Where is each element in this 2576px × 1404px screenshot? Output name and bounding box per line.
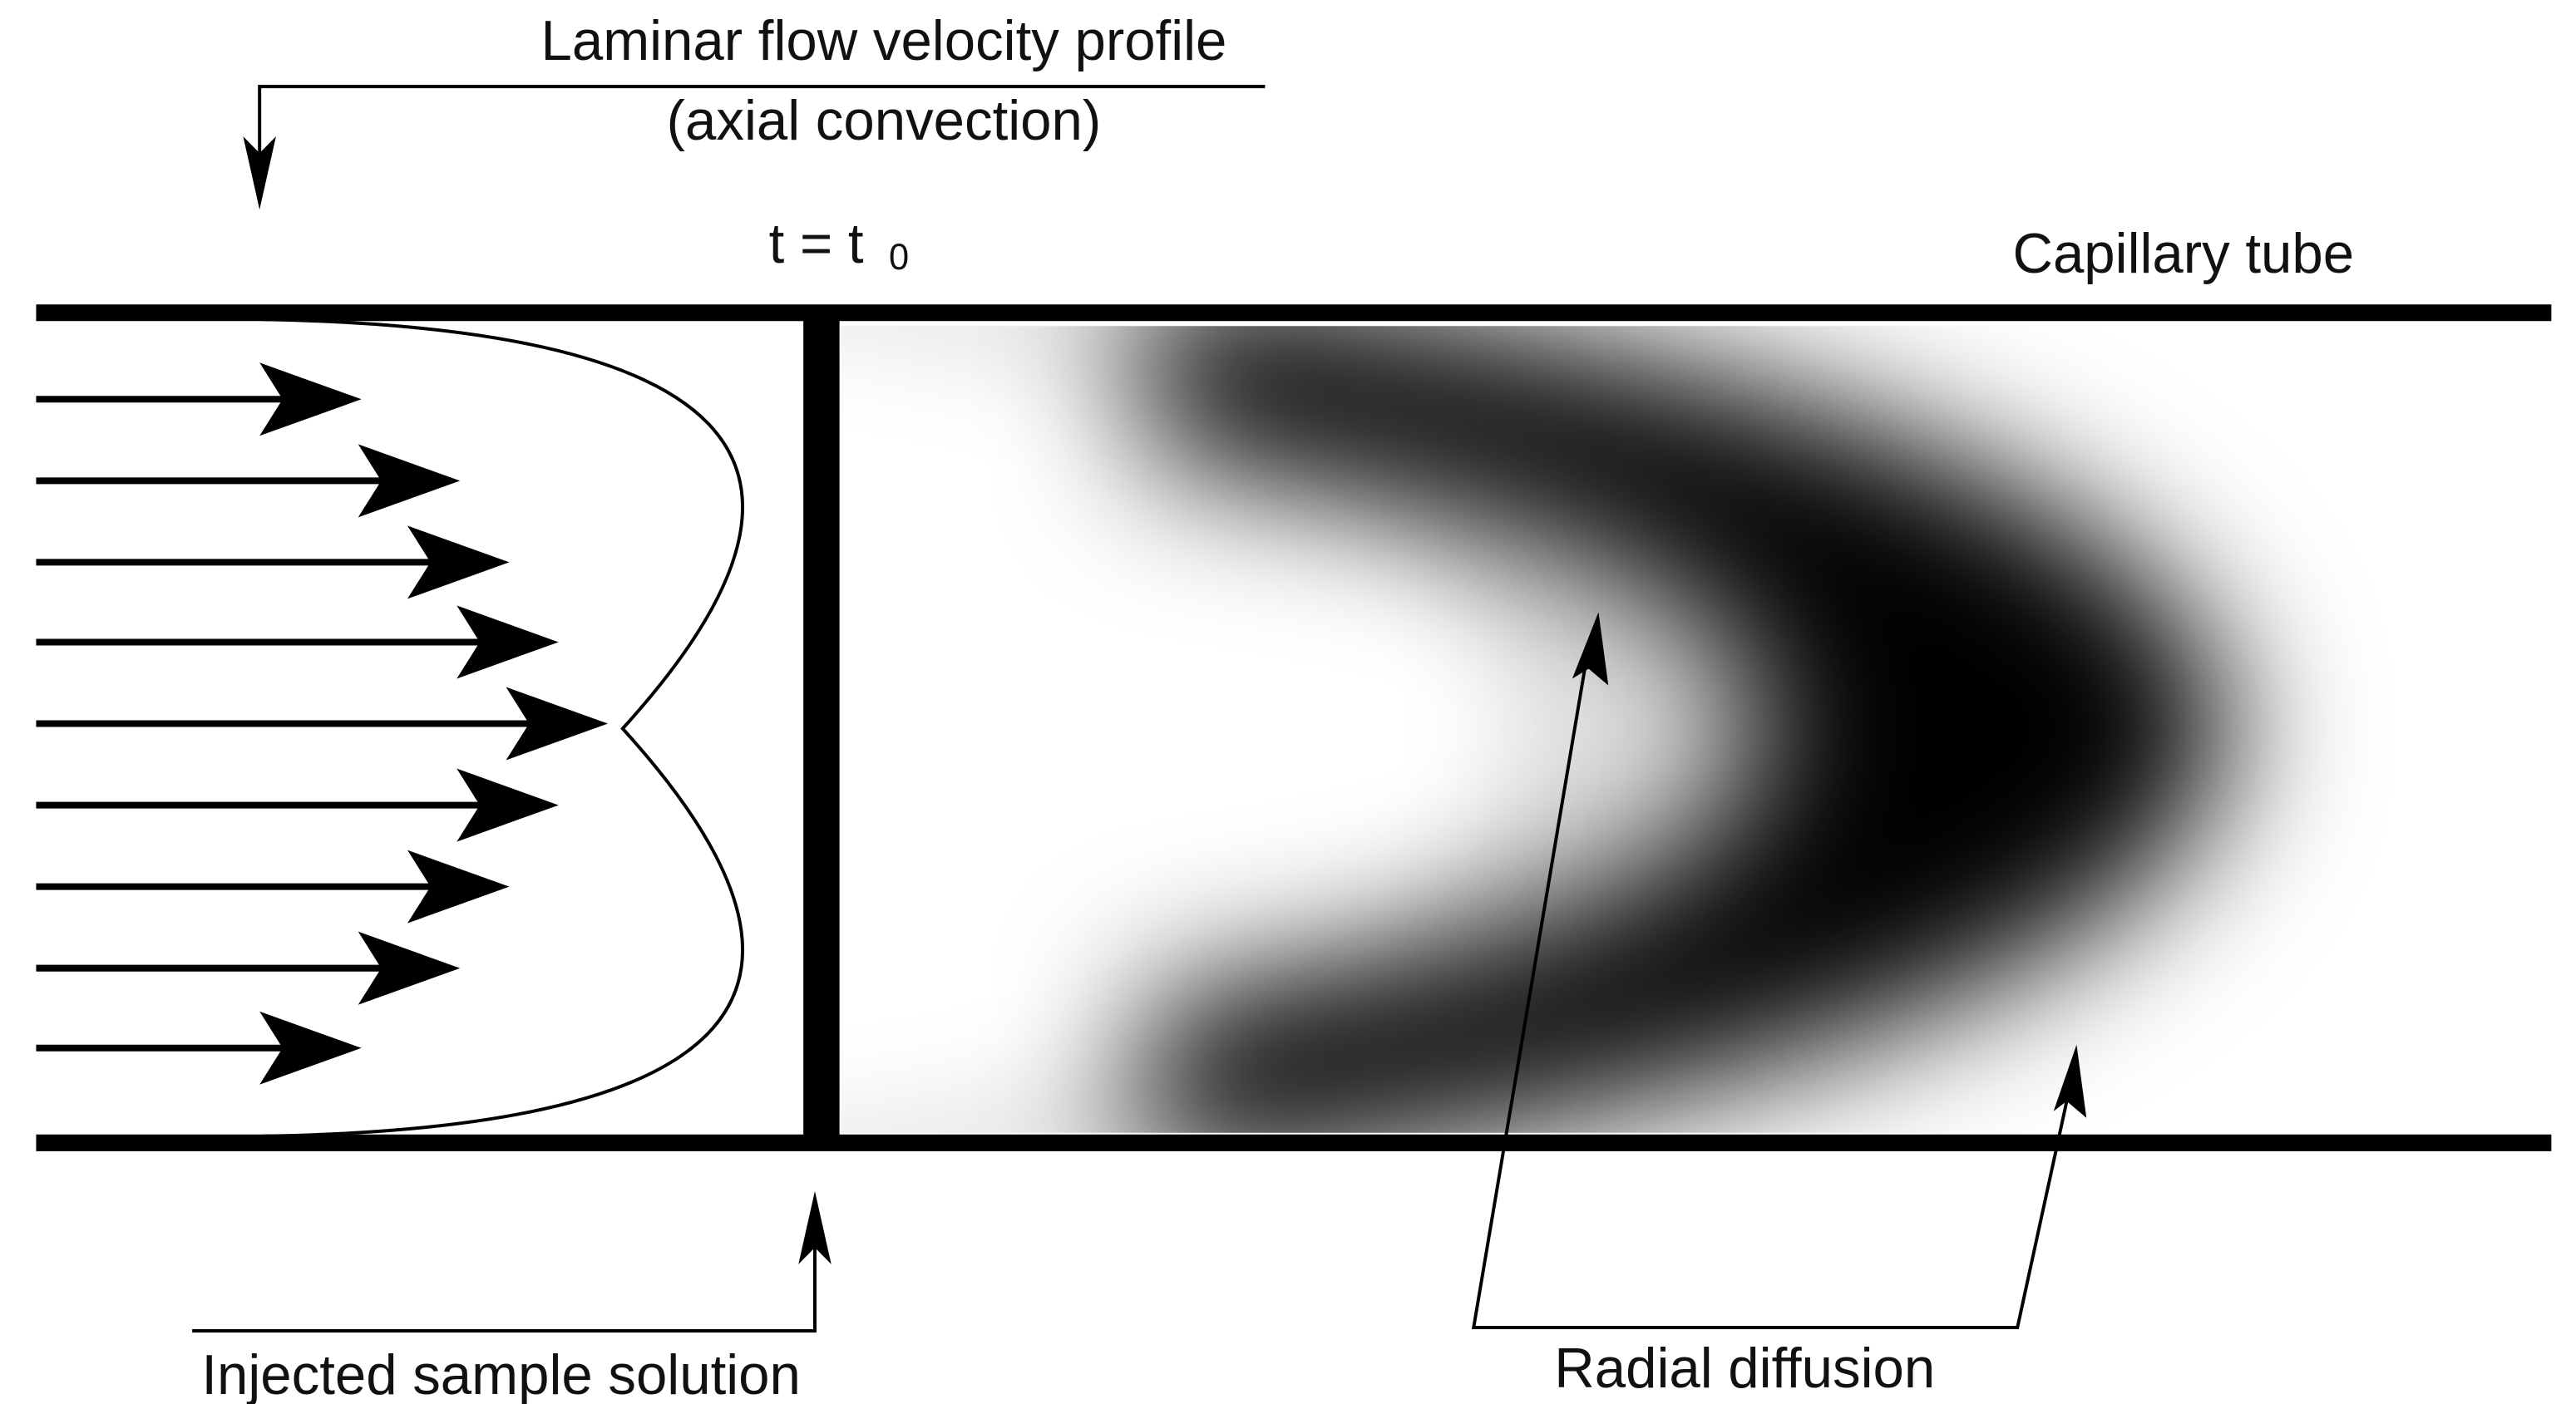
velocity-profile-callout [258,85,1266,164]
velocity-arrow-head [456,768,559,842]
radial-diffusion-label: Radial diffusion [1554,1337,1935,1400]
velocity-profile-label-line1: Laminar flow velocity profile [540,10,1226,72]
velocity-arrow-head [259,362,362,436]
velocity-profile-label-line2: (axial convection) [667,90,1102,152]
velocity-profile-curve [263,318,745,1138]
sample-band [1150,326,2235,1133]
injected-sample-callout-arrowhead [798,1190,832,1264]
velocity-arrow-head [506,687,609,761]
radial-diffusion-arrowhead-left [1572,612,1609,686]
time-marker-label: t = t 0 [769,213,910,278]
velocity-arrow-head [407,850,510,924]
velocity-arrows [36,362,609,1085]
velocity-arrow-head [358,931,461,1005]
velocity-profile-callout-arrowhead [243,136,276,210]
time-marker-main: t = t [769,213,864,275]
radial-diffusion-arrowhead-right [2053,1044,2087,1118]
radial-diffusion-callout [1471,665,2069,1329]
injected-sample-label: Injected sample solution [201,1344,801,1404]
time-marker-subscript: 0 [889,237,909,278]
injection-plane [803,316,840,1138]
velocity-arrow-head [407,525,510,599]
velocity-arrow-head [358,444,461,518]
capillary-tube-label: Capillary tube [2012,223,2354,285]
sample-plug [841,326,2235,1133]
velocity-arrow-head [456,605,559,679]
injected-sample-callout [192,1247,817,1333]
velocity-arrow-head [259,1011,362,1085]
